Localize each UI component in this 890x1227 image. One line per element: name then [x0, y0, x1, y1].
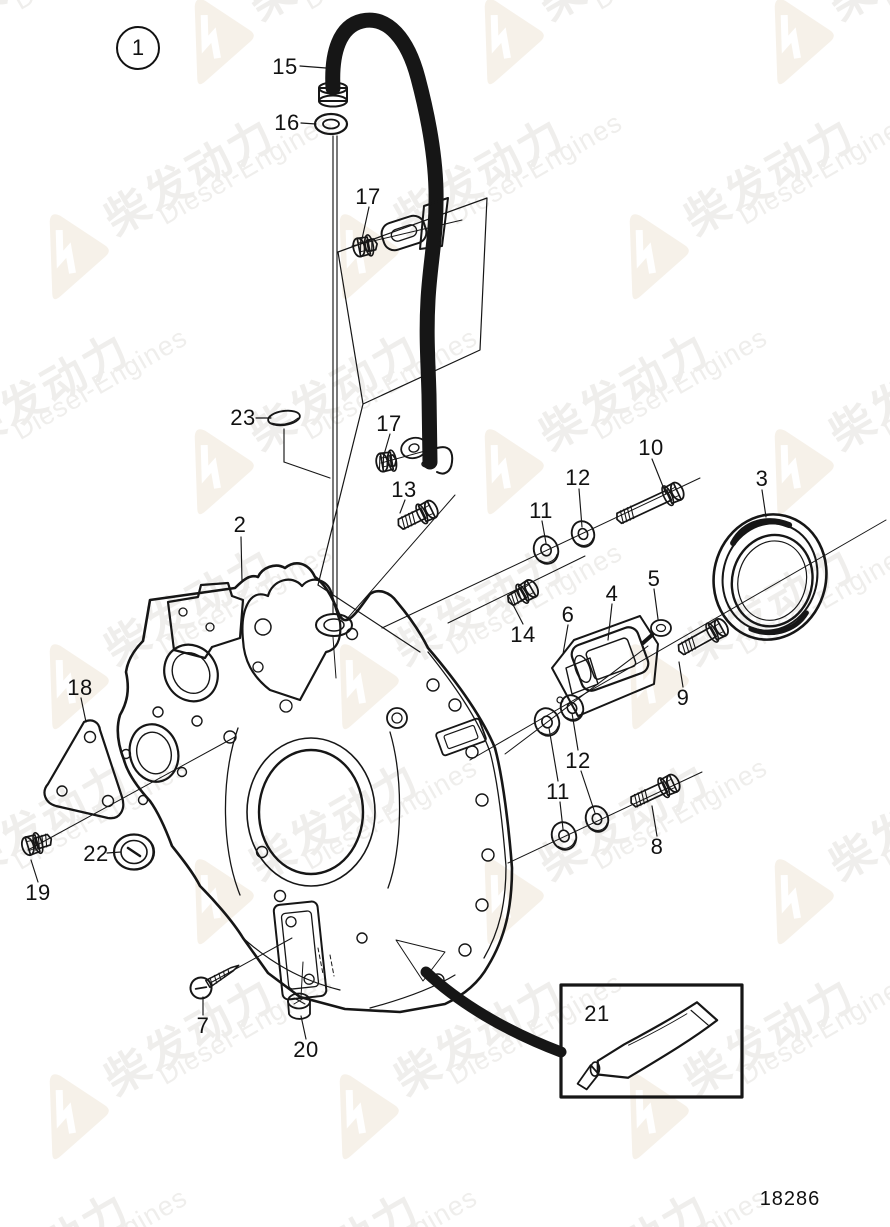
washer [570, 520, 596, 548]
sensor-screw [641, 619, 672, 645]
washer [584, 805, 610, 833]
callout-6: 6 [561, 602, 575, 627]
axis-lines [27, 219, 887, 983]
leader-lines [30, 65, 767, 1040]
callout-4: 4 [605, 581, 619, 606]
pipe-clamp-ring [400, 436, 428, 460]
callout-21: 21 [584, 1001, 610, 1026]
bolt [20, 832, 53, 857]
callout-22: 22 [83, 841, 109, 866]
small-plug [287, 992, 311, 1020]
connector-pad [435, 717, 487, 757]
callout-11: 11 [529, 498, 553, 523]
dipstick-pipe [318, 12, 454, 475]
view-number: 1 [131, 35, 145, 60]
callout-19: 19 [25, 880, 51, 905]
pipe-seal-washer [313, 112, 349, 136]
washer [532, 535, 560, 565]
bolt [677, 617, 729, 656]
callout-15: 15 [272, 54, 298, 79]
callout-18: 18 [67, 675, 93, 700]
callout-8: 8 [650, 834, 664, 859]
bolt [630, 773, 681, 808]
apply-arrow [395, 939, 567, 1058]
callout-10: 10 [638, 435, 664, 460]
pipe-clamp [380, 197, 449, 252]
sensor-bracket [551, 615, 659, 717]
callout-2: 2 [233, 512, 247, 537]
pipe-clip [436, 446, 454, 475]
callout-20: 20 [293, 1037, 319, 1062]
washer [559, 694, 585, 722]
view-number-badge: 1 [116, 26, 160, 70]
bottom-cover-plate [272, 900, 328, 1001]
sealant-tube [576, 1001, 719, 1091]
cap-disc [267, 409, 301, 427]
callout-17: 17 [355, 184, 381, 209]
center-bore [224, 727, 401, 896]
washer [550, 821, 578, 851]
panel-outlines [317, 197, 488, 653]
triangle-plate [43, 719, 125, 820]
dipstick-tube-hole [315, 613, 353, 637]
bolt [375, 449, 398, 473]
bolt-holes [120, 627, 495, 987]
crankshaft-seal-ring [712, 513, 828, 641]
bolt [507, 579, 540, 607]
callout-9: 9 [676, 685, 690, 710]
drawing-number: 18286 [759, 1188, 821, 1210]
callout-17: 17 [376, 411, 402, 436]
bolt [616, 481, 685, 525]
callout-5: 5 [647, 566, 661, 591]
callout-14: 14 [510, 622, 536, 647]
callout-11: 11 [546, 779, 570, 804]
callout-7: 7 [196, 1013, 210, 1038]
callout-13: 13 [391, 477, 417, 502]
pipe-fitting [318, 81, 348, 108]
bolt [352, 234, 378, 258]
callout-3: 3 [755, 466, 769, 491]
callout-23: 23 [230, 405, 256, 430]
boss [386, 707, 408, 729]
port-opening [163, 643, 219, 703]
flywheel-housing [116, 562, 514, 1014]
sealant-box [559, 983, 744, 1099]
callout-12: 12 [565, 748, 591, 773]
tapping-screw [189, 964, 240, 1000]
bolt [397, 499, 439, 531]
callout-12: 12 [565, 465, 591, 490]
callout-16: 16 [274, 110, 300, 135]
port-opening [128, 723, 180, 783]
sensor [570, 626, 650, 692]
